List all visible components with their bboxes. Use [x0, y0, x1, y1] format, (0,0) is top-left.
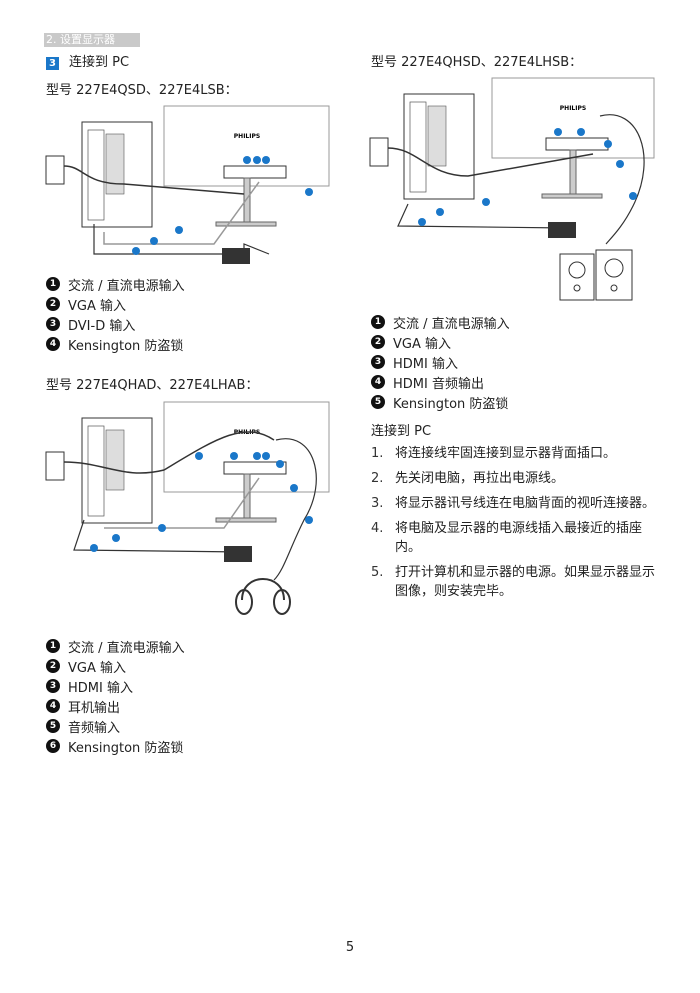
- model-qsd-title: 型号 227E4QSD、227E4LSB：: [46, 83, 238, 98]
- model-qhsd-title: 型号 227E4QHSD、227E4LHSB：: [371, 55, 583, 70]
- steps-heading: 连接到 PC: [371, 424, 432, 439]
- callout-badges: [132, 156, 313, 255]
- step-item: 5.打开计算机和显示器的电源。如果显示器显示图像，则安装完毕。: [371, 565, 656, 599]
- model-qhad-title: 型号 227E4QHAD、227E4LHAB：: [46, 378, 259, 393]
- power-adapter: [224, 546, 252, 562]
- chapter-tab: 2. 设置显示器: [44, 33, 140, 47]
- brand-logo: PHILIPS: [560, 105, 586, 112]
- speakers-icon: [559, 249, 633, 301]
- step-item: 2.先关闭电脑，再拉出电源线。: [371, 471, 565, 486]
- callout-badges: [90, 452, 313, 552]
- page-number: 5: [345, 940, 355, 955]
- section-number: 3: [46, 56, 59, 70]
- power-adapter: [548, 222, 576, 238]
- step-item: 4.将电脑及显示器的电源线插入最接近的插座内。: [371, 521, 643, 555]
- steps-list: 1.将连接线牢固连接到显示器背面插口。 2.先关闭电脑，再拉出电源线。 3.将显…: [371, 444, 656, 607]
- headphones-icon: [235, 578, 291, 615]
- step-item: 3.将显示器讯号线连在电脑背面的视听连接器。: [371, 496, 656, 511]
- wall-outlet: [369, 137, 389, 167]
- connection-diagram-qhad: PHILIPS: [45, 401, 330, 615]
- wall-outlet: [45, 155, 65, 185]
- section-heading: 3 连接到 PC: [46, 55, 129, 71]
- brand-logo: PHILIPS: [234, 133, 260, 140]
- wall-outlet: [45, 451, 65, 481]
- power-adapter: [222, 248, 250, 264]
- step-item: 1.将连接线牢固连接到显示器背面插口。: [371, 446, 617, 461]
- connection-diagram-qsd: PHILIPS: [45, 105, 330, 264]
- connection-diagram-qhsd: PHILIPS: [369, 77, 655, 301]
- callout-badges: [418, 128, 637, 226]
- section-title: 连接到 PC: [69, 55, 130, 70]
